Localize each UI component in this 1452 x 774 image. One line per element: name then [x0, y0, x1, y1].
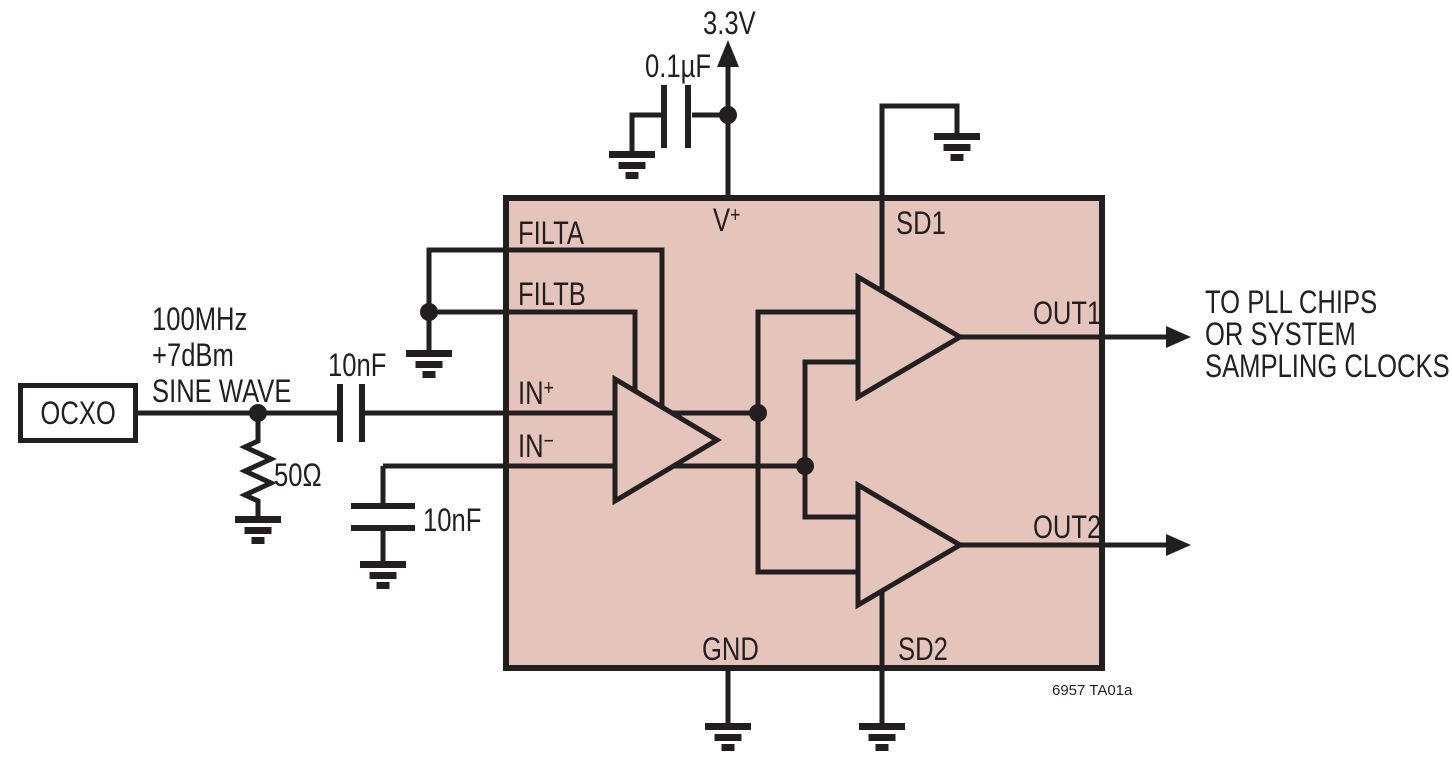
ground-icon-inminus-cap: [360, 561, 406, 589]
wire-bypass-to-gnd: [629, 112, 661, 152]
pin-in-minus-label: IN−: [518, 428, 554, 464]
ground-icon-sd2: [859, 723, 905, 751]
pin-in-plus-base: IN: [518, 375, 544, 411]
source-signal-line1: 100MHz: [152, 301, 248, 337]
output-note-line2: OR SYSTEM: [1205, 316, 1356, 352]
out1-arrow-icon: [1166, 326, 1191, 348]
junction-amp-out-n: [796, 457, 814, 475]
bypass-cap-label: 0.1µF: [645, 48, 711, 84]
pin-in-minus-sup: −: [543, 428, 554, 453]
output-note-line3: SAMPLING CLOCKS: [1205, 348, 1450, 384]
pin-vplus-base: V: [713, 202, 731, 238]
wire-filta: [426, 247, 665, 415]
figure-id: 6957 TA01a: [1052, 682, 1133, 699]
series-cap-label: 10nF: [328, 347, 387, 383]
out1-driver-triangle: [855, 272, 965, 402]
output-note: TO PLL CHIPS OR SYSTEM SAMPLING CLOCKS: [1205, 286, 1450, 382]
output-note-line1: TO PLL CHIPS: [1205, 284, 1378, 320]
source-signal-line3: SINE WAVE: [152, 373, 292, 409]
junction-supply: [719, 106, 737, 124]
pin-gnd-label: GND: [702, 631, 759, 667]
junction-amp-out-p: [749, 404, 767, 422]
out2-driver-triangle: [855, 480, 965, 610]
input-amp-triangle: [612, 374, 722, 506]
supply-voltage-label: 3.3V: [703, 5, 756, 41]
ground-icon-bypass: [609, 151, 655, 179]
pin-sd1-label: SD1: [896, 205, 946, 241]
inminus-cap-label: 10nF: [423, 502, 482, 538]
pin-in-plus-label: IN+: [518, 375, 554, 411]
series-cap-plate-right: [359, 384, 365, 442]
pin-filtb-label: FILTB: [518, 276, 586, 312]
junction-source-term: [249, 404, 267, 422]
series-cap-plate-left: [337, 384, 343, 442]
pin-in-plus-sup: +: [543, 375, 554, 400]
ocxo-box: [18, 383, 138, 443]
wire-route-noninvert: [755, 309, 861, 575]
bypass-cap-plate-right: [685, 85, 691, 148]
wire-filtb: [429, 309, 638, 398]
ground-icon-gndpin: [705, 723, 751, 751]
pin-sd2-label: SD2: [898, 631, 948, 667]
inminus-cap-plate-top: [351, 503, 415, 509]
pin-vplus-sup: +: [730, 202, 741, 227]
out2-arrow-icon: [1166, 534, 1191, 556]
ocxo-label-wrap: OCXO: [18, 383, 138, 443]
junction-filt: [420, 303, 438, 321]
wire-sd1-to-gnd: [879, 103, 960, 199]
pin-in-minus-base: IN: [518, 428, 544, 464]
pin-out1-label: OUT1: [1033, 295, 1102, 331]
supply-arrow-icon: [717, 40, 739, 67]
bypass-cap-plate-left: [661, 85, 667, 148]
pin-vplus-label: V+: [713, 202, 741, 238]
wire-route-invert: [802, 359, 861, 520]
ground-icon-termination: [235, 516, 281, 544]
ocxo-label: OCXO: [40, 394, 116, 431]
termination-resistor-label: 50Ω: [274, 457, 322, 493]
inminus-cap-plate-bottom: [351, 525, 415, 531]
source-signal-label: 100MHz +7dBm SINE WAVE: [152, 301, 291, 409]
ground-icon-filt: [406, 350, 452, 378]
pin-out2-label: OUT2: [1033, 509, 1102, 545]
ground-icon-sd1: [934, 133, 980, 161]
pin-filta-label: FILTA: [518, 215, 584, 251]
resistor-50ohm: [239, 413, 277, 516]
source-signal-line2: +7dBm: [152, 337, 234, 373]
